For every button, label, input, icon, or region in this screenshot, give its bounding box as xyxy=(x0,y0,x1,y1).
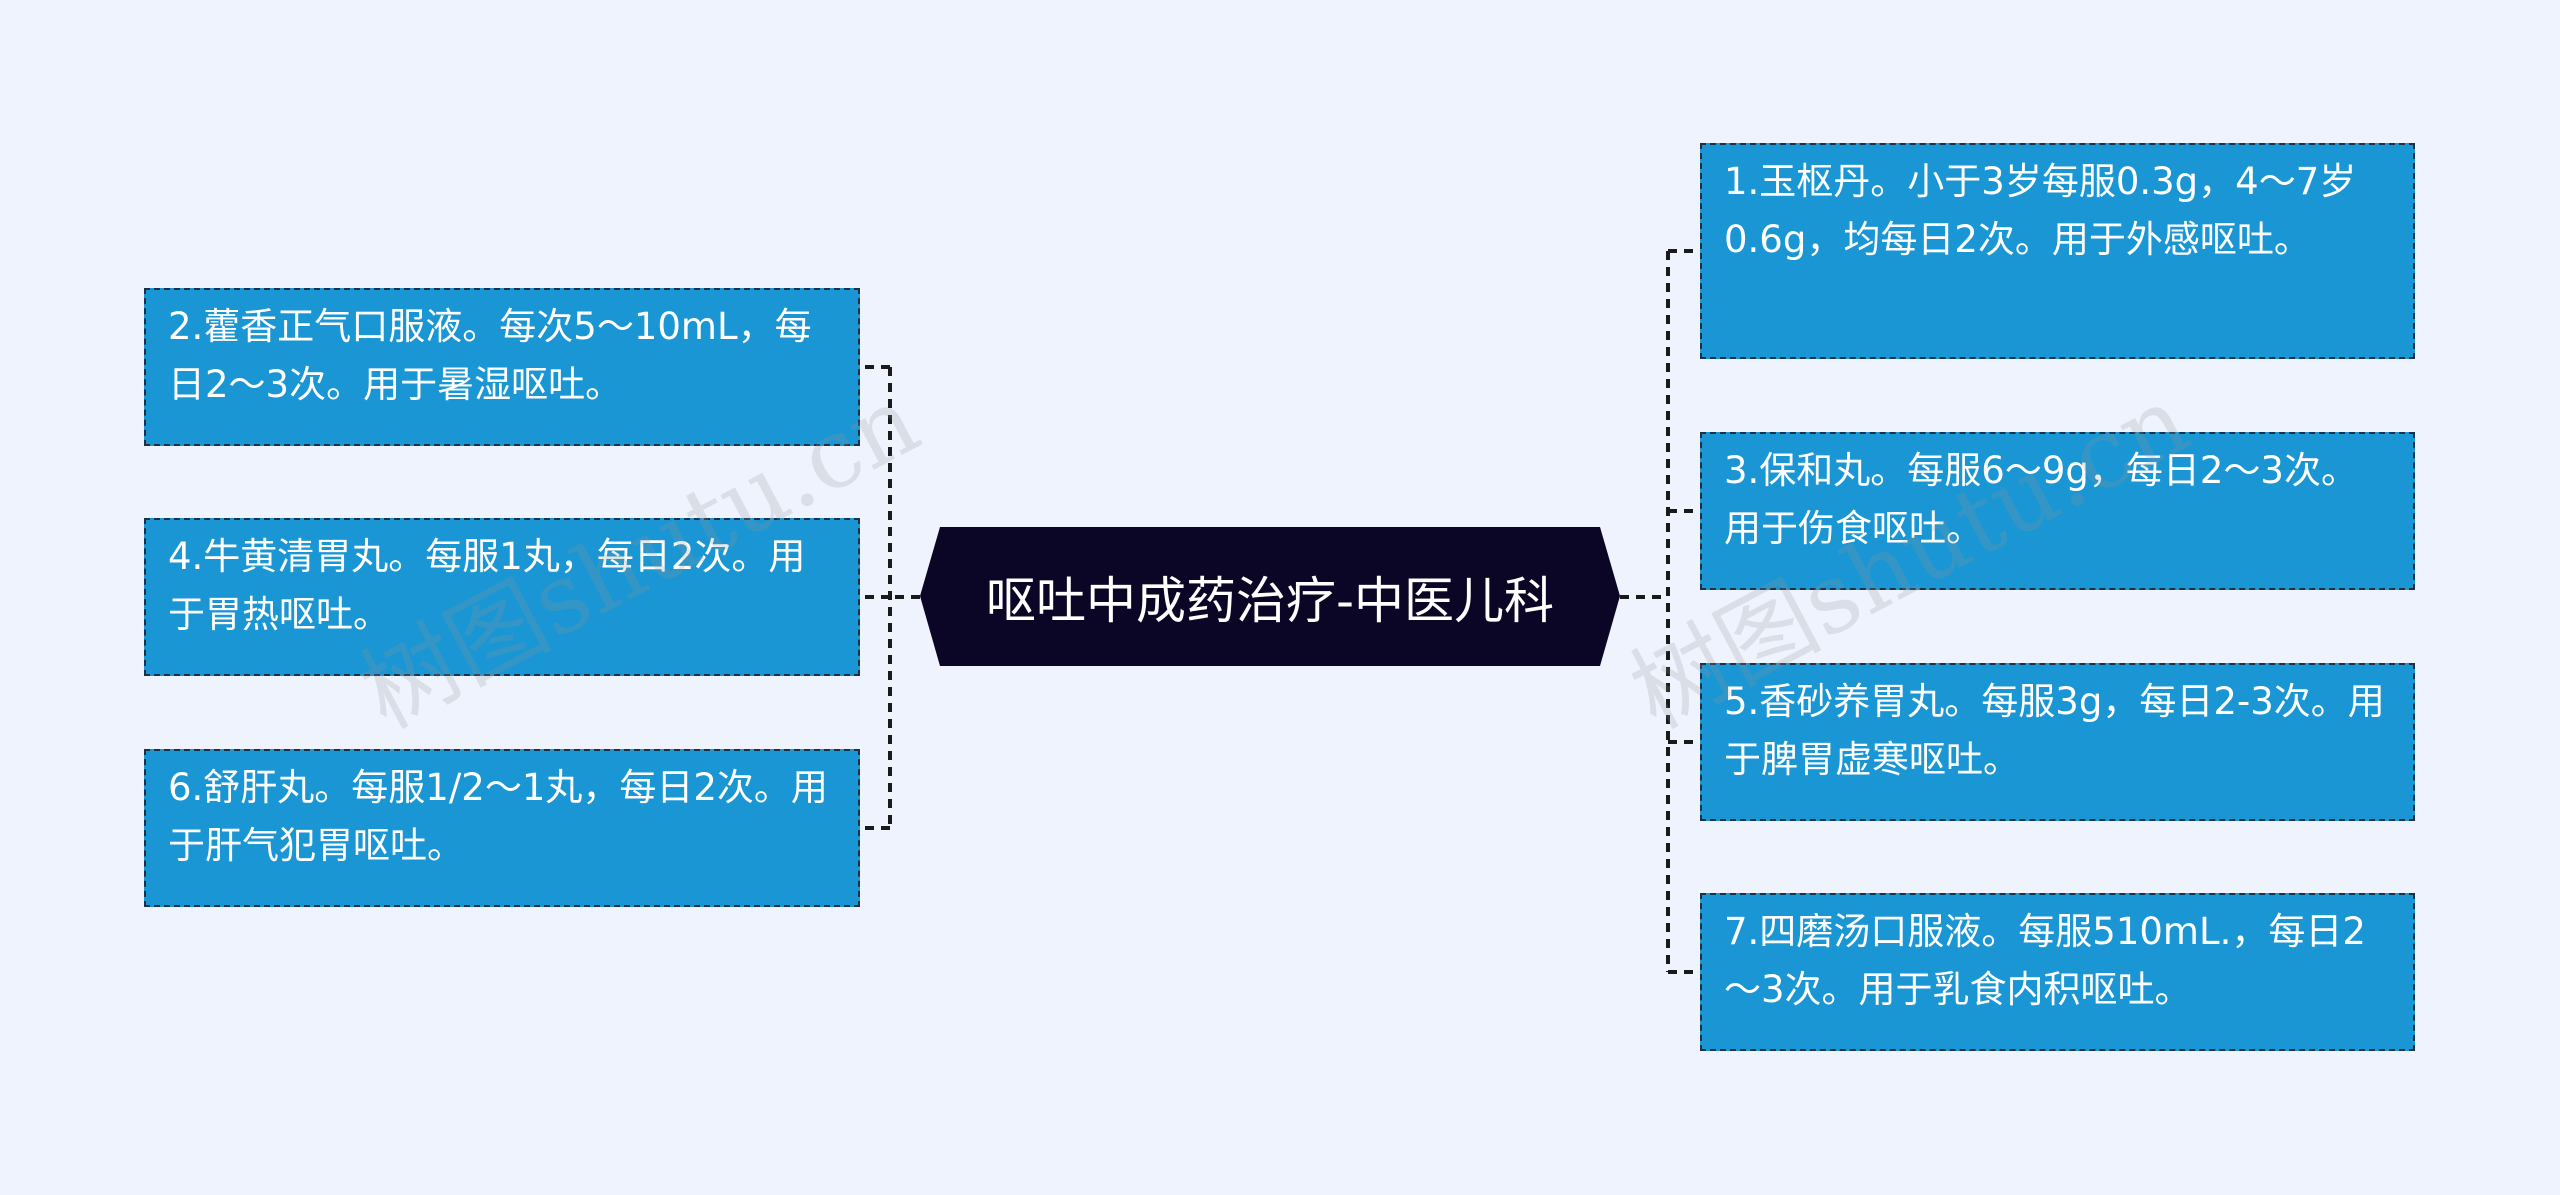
topic-left-1[interactable]: 2.藿香正气口服液。每次5～10mL，每日2～3次。用于暑湿呕吐。 xyxy=(144,288,860,446)
root-topic[interactable]: 呕吐中成药治疗-中医儿科 xyxy=(920,527,1620,666)
topic-right-2-text: 3.保和丸。每服6～9g，每日2～3次。用于伤食呕吐。 xyxy=(1724,449,2358,550)
topic-right-4-text: 7.四磨汤口服液。每服510mL.，每日2～3次。用于乳食内积呕吐。 xyxy=(1724,910,2366,1011)
topic-left-3-text: 6.舒肝丸。每服1/2～1丸，每日2次。用于肝气犯胃呕吐。 xyxy=(168,766,828,867)
topic-left-3[interactable]: 6.舒肝丸。每服1/2～1丸，每日2次。用于肝气犯胃呕吐。 xyxy=(144,749,860,907)
topic-right-2[interactable]: 3.保和丸。每服6～9g，每日2～3次。用于伤食呕吐。 xyxy=(1700,432,2415,590)
topic-right-3[interactable]: 5.香砂养胃丸。每服3g，每日2-3次。用于脾胃虚寒呕吐。 xyxy=(1700,663,2415,821)
root-topic-label: 呕吐中成药治疗-中医儿科 xyxy=(985,571,1555,630)
topic-right-1[interactable]: 1.玉枢丹。小于3岁每服0.3g，4～7岁0.6g，均每日2次。用于外感呕吐。 xyxy=(1700,143,2415,359)
topic-left-2[interactable]: 4.牛黄清胃丸。每服1丸，每日2次。用于胃热呕吐。 xyxy=(144,518,860,676)
topic-left-1-text: 2.藿香正气口服液。每次5～10mL，每日2～3次。用于暑湿呕吐。 xyxy=(168,305,812,406)
topic-right-3-text: 5.香砂养胃丸。每服3g，每日2-3次。用于脾胃虚寒呕吐。 xyxy=(1724,680,2385,781)
topic-left-2-text: 4.牛黄清胃丸。每服1丸，每日2次。用于胃热呕吐。 xyxy=(168,535,806,636)
topic-right-1-text: 1.玉枢丹。小于3岁每服0.3g，4～7岁0.6g，均每日2次。用于外感呕吐。 xyxy=(1724,160,2357,261)
topic-right-4[interactable]: 7.四磨汤口服液。每服510mL.，每日2～3次。用于乳食内积呕吐。 xyxy=(1700,893,2415,1051)
